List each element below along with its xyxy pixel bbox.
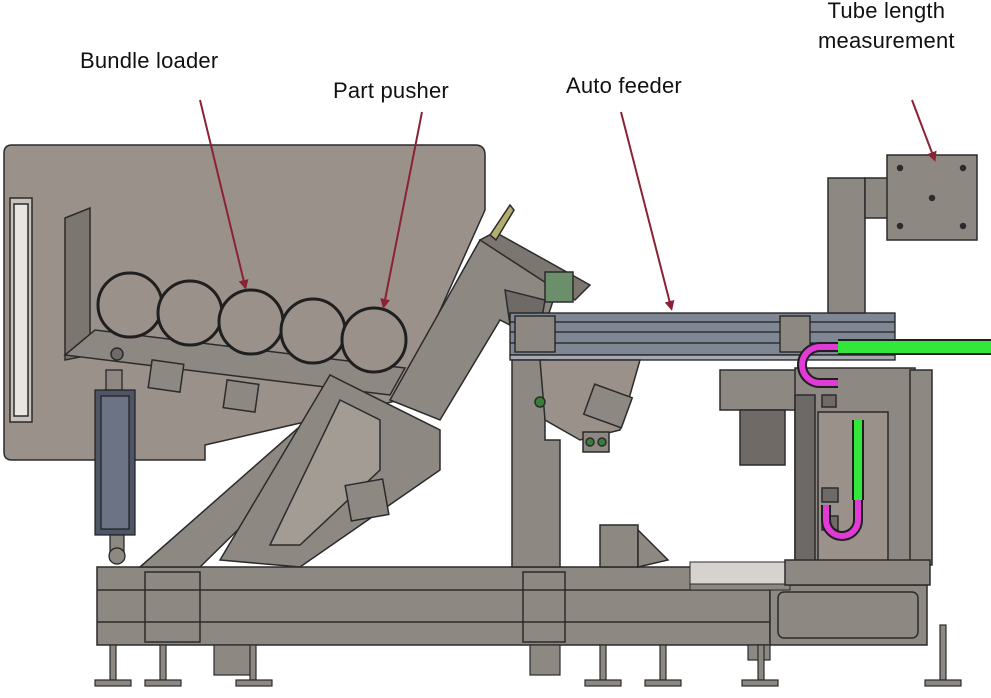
label-auto-feeder: Auto feeder [566, 73, 682, 98]
measurement-tower [827, 154, 978, 314]
label-bundle-loader: Bundle loader [80, 48, 219, 73]
base-rollers [689, 561, 791, 591]
tube-bundle [96, 271, 408, 374]
arrow-bundle-loader [199, 99, 249, 290]
base-frame [96, 566, 928, 646]
hopper-support [138, 374, 441, 568]
arrow-part-pusher [380, 111, 423, 309]
arrow-auto-feeder [620, 111, 675, 311]
label-tube-length: Tube length measurement [818, 0, 955, 56]
label-tube-length-line1: Tube length [827, 0, 946, 23]
lift-cylinder [94, 369, 136, 565]
cable-carriers [797, 339, 991, 541]
label-tube-length-line2: measurement [818, 28, 955, 53]
machine-feet [94, 624, 962, 687]
right-unit [719, 367, 933, 586]
label-part-pusher: Part pusher [333, 78, 449, 103]
callout-arrows [199, 99, 937, 311]
auto-feeder-rail [509, 312, 896, 361]
arrow-tube-length [911, 99, 937, 162]
feeder-column [511, 359, 670, 568]
